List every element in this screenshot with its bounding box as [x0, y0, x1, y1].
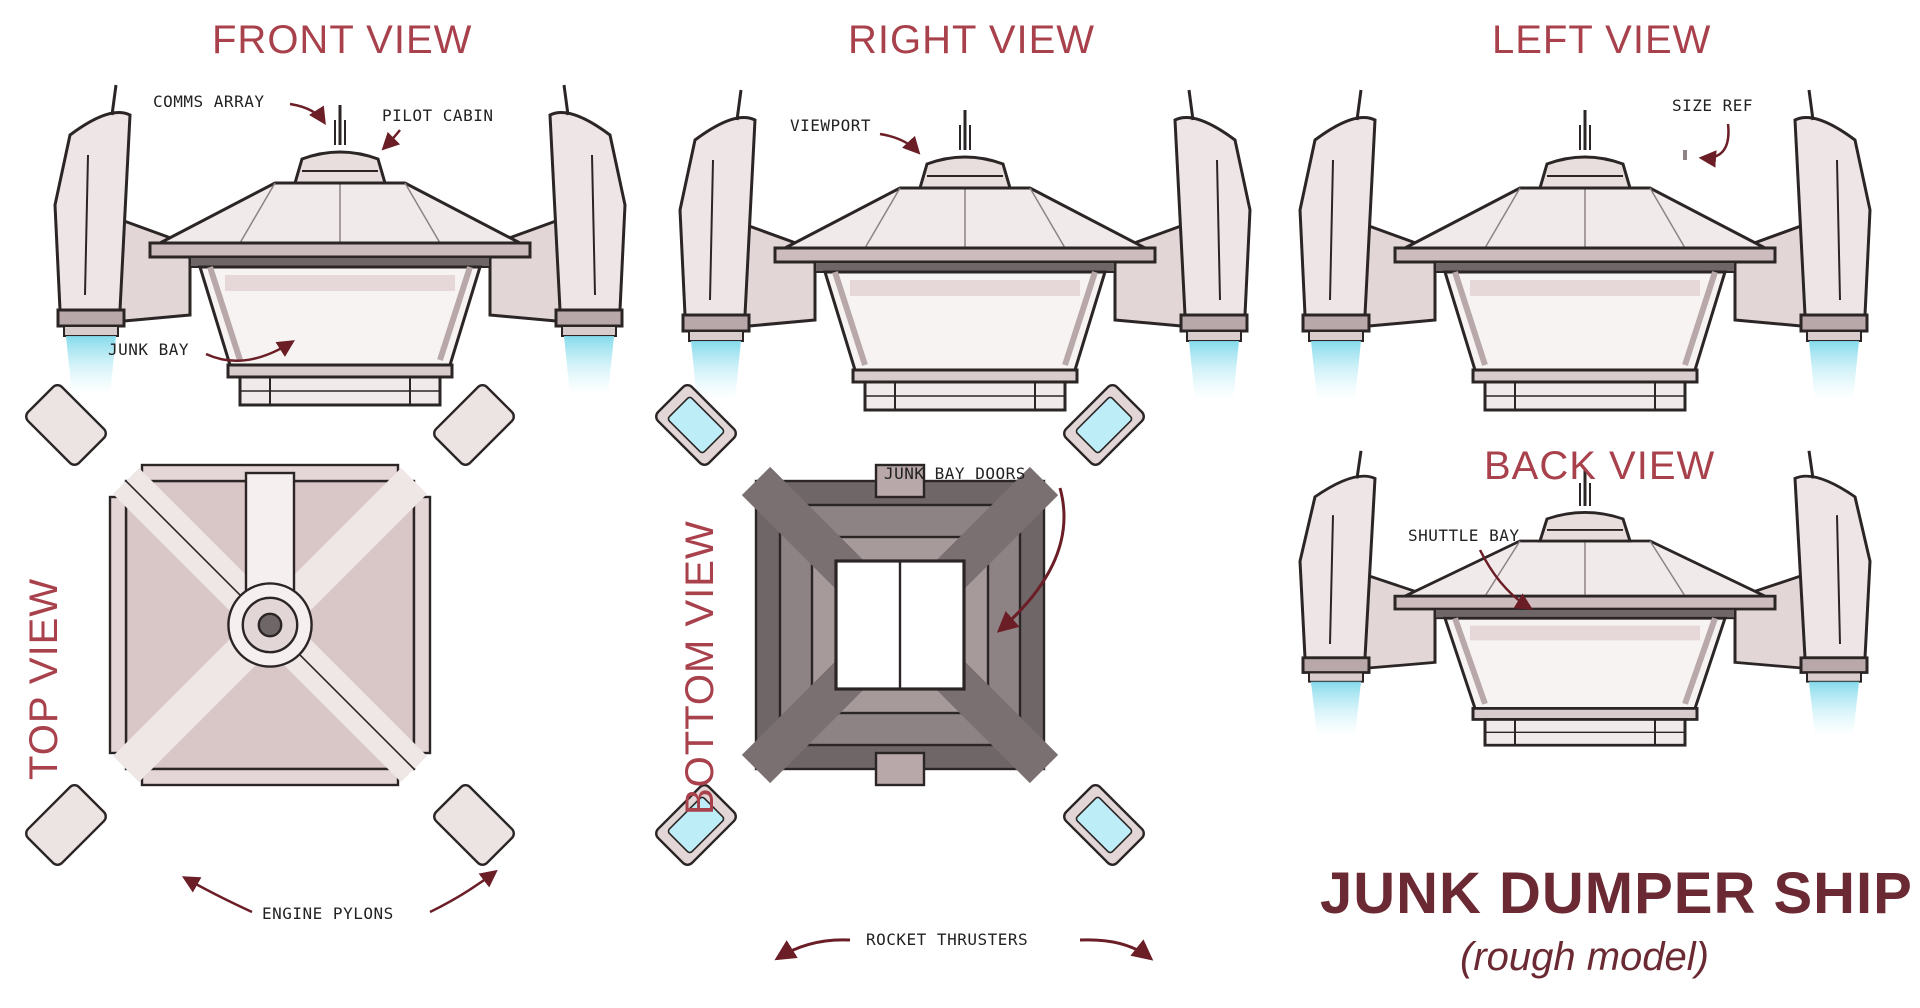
bottom-view-title: BOTTOM VIEW — [678, 520, 722, 815]
size-ref-label: SIZE REF — [1672, 96, 1754, 115]
back-view-drawing — [1300, 451, 1870, 745]
rocket-thrusters-label: ROCKET THRUSTERS — [866, 930, 1029, 949]
left-view-title: LEFT VIEW — [1492, 18, 1712, 62]
size-ref-arrow — [1698, 123, 1730, 168]
left-view-drawing — [1300, 90, 1870, 410]
junk-bay-doors-arrow — [996, 487, 1066, 633]
comms-array-label: COMMS ARRAY — [153, 92, 265, 111]
shuttle-bay-arrow — [1478, 549, 1534, 610]
comms-array-arrow — [289, 102, 326, 125]
pilot-cabin-label: PILOT CABIN — [382, 106, 494, 125]
pilot-cabin-arrow — [381, 129, 401, 151]
junk-bay-label: JUNK BAY — [108, 340, 190, 359]
right-view-title: RIGHT VIEW — [848, 18, 1096, 62]
bottom-view-drawing — [654, 383, 1147, 868]
shuttle-bay-label: SHUTTLE BAY — [1408, 526, 1520, 545]
size-ref-figure — [1683, 150, 1687, 160]
top-view-drawing — [24, 383, 517, 868]
junk-bay-arrow — [205, 340, 295, 362]
right-view-drawing — [680, 90, 1250, 410]
engine-pylons-label: ENGINE PYLONS — [262, 904, 394, 923]
engine-pylons-arrow-left — [181, 876, 253, 914]
sheet-title: JUNK DUMPER SHIP — [1320, 861, 1913, 926]
engine-pylons-arrow-right — [429, 869, 498, 914]
rocket-thrusters-arrow-right — [1079, 938, 1154, 961]
sheet-subtitle: (rough model) — [1460, 935, 1710, 979]
back-view-title: BACK VIEW — [1484, 444, 1716, 488]
top-view-title: TOP VIEW — [22, 577, 66, 780]
front-view-title: FRONT VIEW — [212, 18, 473, 62]
rocket-thrusters-arrow-left — [774, 938, 851, 961]
junk-bay-doors-label: JUNK BAY DOORS — [884, 464, 1026, 483]
viewport-arrow — [879, 132, 921, 155]
viewport-label: VIEWPORT — [790, 116, 872, 135]
